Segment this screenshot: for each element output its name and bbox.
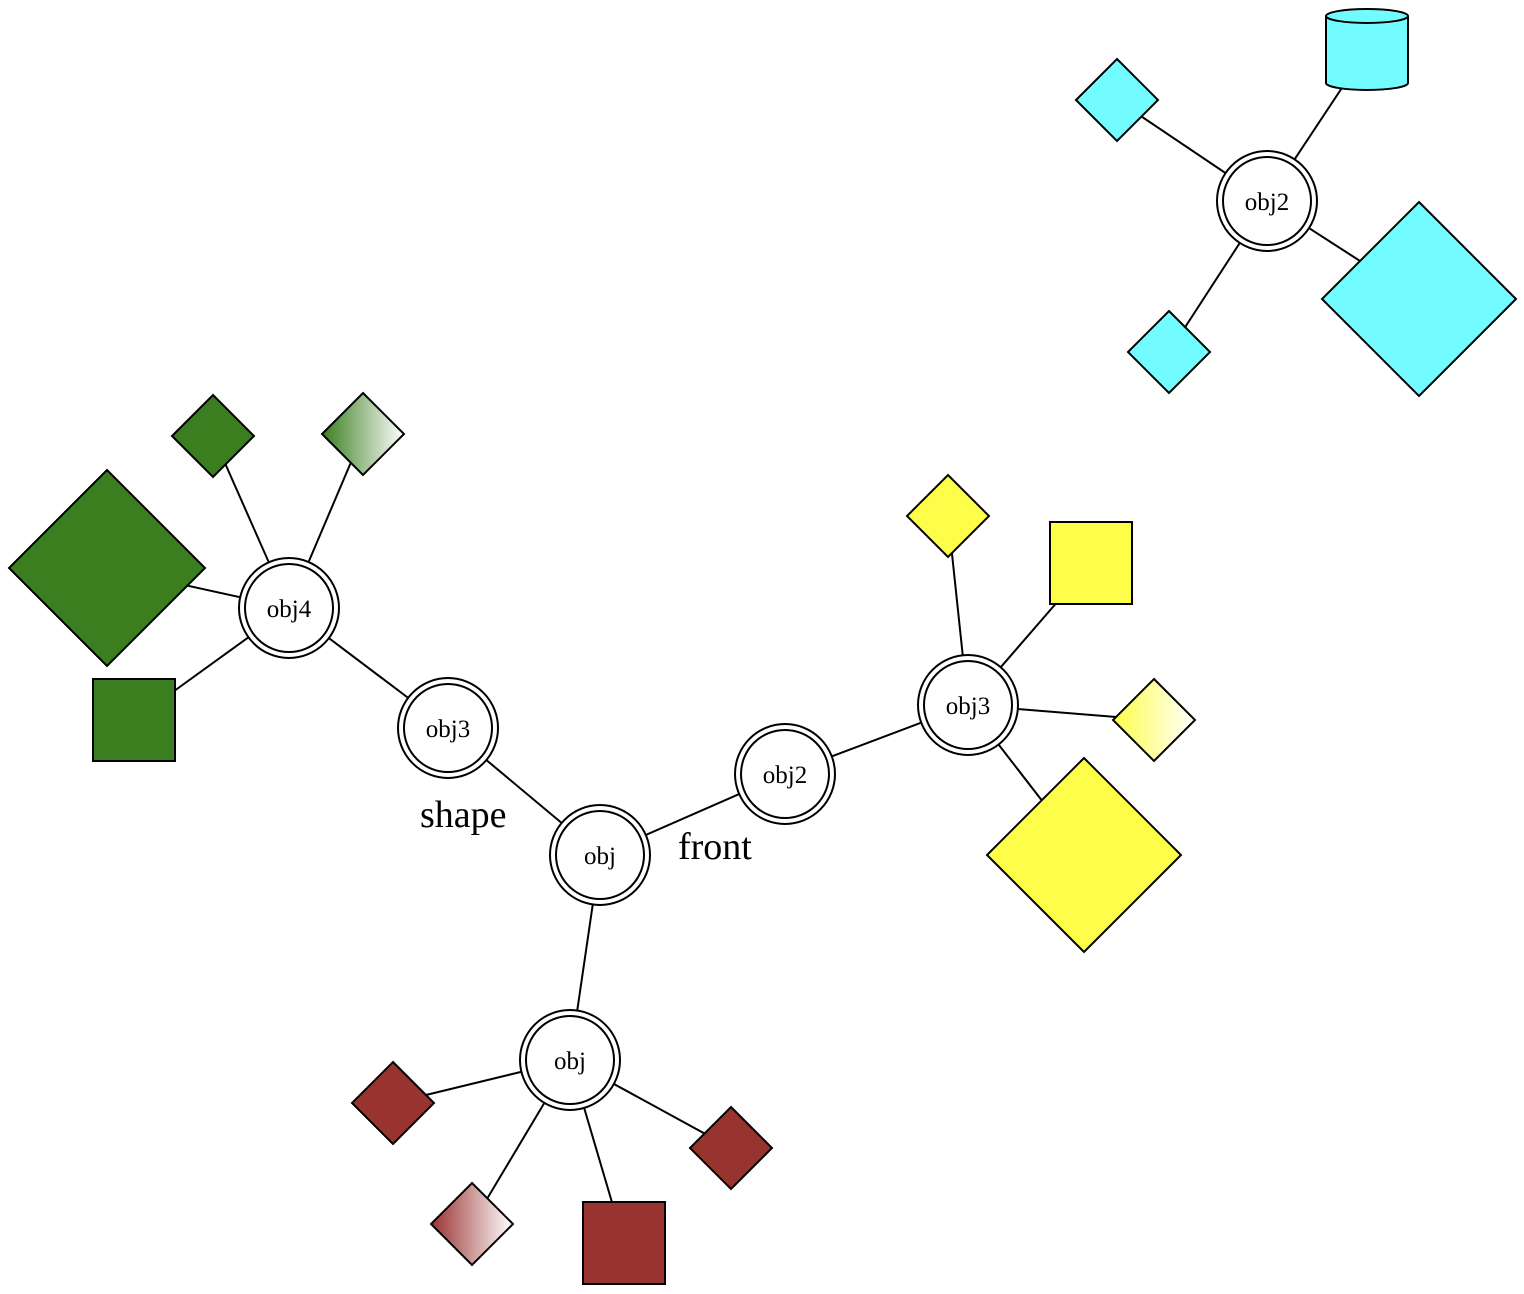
leaf-diamond-large-yellow[interactable] bbox=[985, 756, 1183, 954]
leaf-group-cyan bbox=[1074, 8, 1518, 398]
leaf-diamond-yellow[interactable] bbox=[905, 473, 991, 559]
node-inner-circle bbox=[555, 810, 645, 900]
node-label: obj3 bbox=[426, 716, 470, 743]
leaf-diamond-gradient-yellow[interactable] bbox=[1111, 677, 1197, 763]
leaf-group-red bbox=[350, 1060, 774, 1285]
leaf-diamond-gradient-red[interactable] bbox=[429, 1181, 515, 1267]
cylinder-top bbox=[1325, 8, 1409, 24]
node-inner-circle bbox=[1222, 156, 1312, 246]
node-obj2-hub[interactable]: obj2 bbox=[1216, 150, 1318, 252]
edge-label-shape: shape bbox=[420, 794, 507, 836]
leaf-diamond-large-green[interactable] bbox=[7, 468, 207, 668]
node-obj3-center[interactable]: obj3 bbox=[397, 677, 499, 779]
leaf-square-red[interactable] bbox=[582, 1201, 666, 1285]
leaf-square-yellow[interactable] bbox=[1049, 521, 1133, 605]
node-obj-center[interactable]: obj bbox=[549, 804, 651, 906]
node-label: obj2 bbox=[763, 762, 807, 789]
edge-label-front: front bbox=[678, 826, 752, 868]
leaf-group-yellow bbox=[905, 473, 1197, 954]
node-obj2-center[interactable]: obj2 bbox=[734, 723, 836, 825]
leaf-diamond-cyan[interactable] bbox=[1074, 57, 1160, 143]
node-obj4-hub[interactable]: obj4 bbox=[238, 557, 340, 659]
node-label: obj bbox=[584, 843, 616, 870]
node-obj-hub[interactable]: obj bbox=[519, 1009, 621, 1111]
leaf-diamond-cyan[interactable] bbox=[1126, 309, 1212, 395]
node-inner-circle bbox=[525, 1015, 615, 1105]
leaf-diamond-large-cyan[interactable] bbox=[1320, 200, 1518, 398]
node-label: obj3 bbox=[946, 693, 990, 720]
node-obj3-hub[interactable]: obj3 bbox=[917, 654, 1019, 756]
node-label: obj4 bbox=[267, 596, 312, 623]
leaf-cylinder-cyan[interactable] bbox=[1325, 8, 1409, 91]
cylinder-body bbox=[1325, 16, 1409, 91]
node-label: obj2 bbox=[1245, 189, 1289, 216]
leaf-group-green bbox=[7, 391, 406, 762]
leaf-diamond-red[interactable] bbox=[688, 1105, 774, 1191]
node-inner-circle bbox=[403, 683, 493, 773]
leaf-diamond-green[interactable] bbox=[170, 393, 256, 479]
node-inner-circle bbox=[740, 729, 830, 819]
leaf-diamond-red[interactable] bbox=[350, 1060, 436, 1146]
leaf-diamond-gradient-green[interactable] bbox=[320, 391, 406, 477]
node-inner-circle bbox=[923, 660, 1013, 750]
node-inner-circle bbox=[244, 563, 334, 653]
node-label: obj bbox=[554, 1048, 586, 1075]
leaf-square-green[interactable] bbox=[92, 678, 176, 762]
